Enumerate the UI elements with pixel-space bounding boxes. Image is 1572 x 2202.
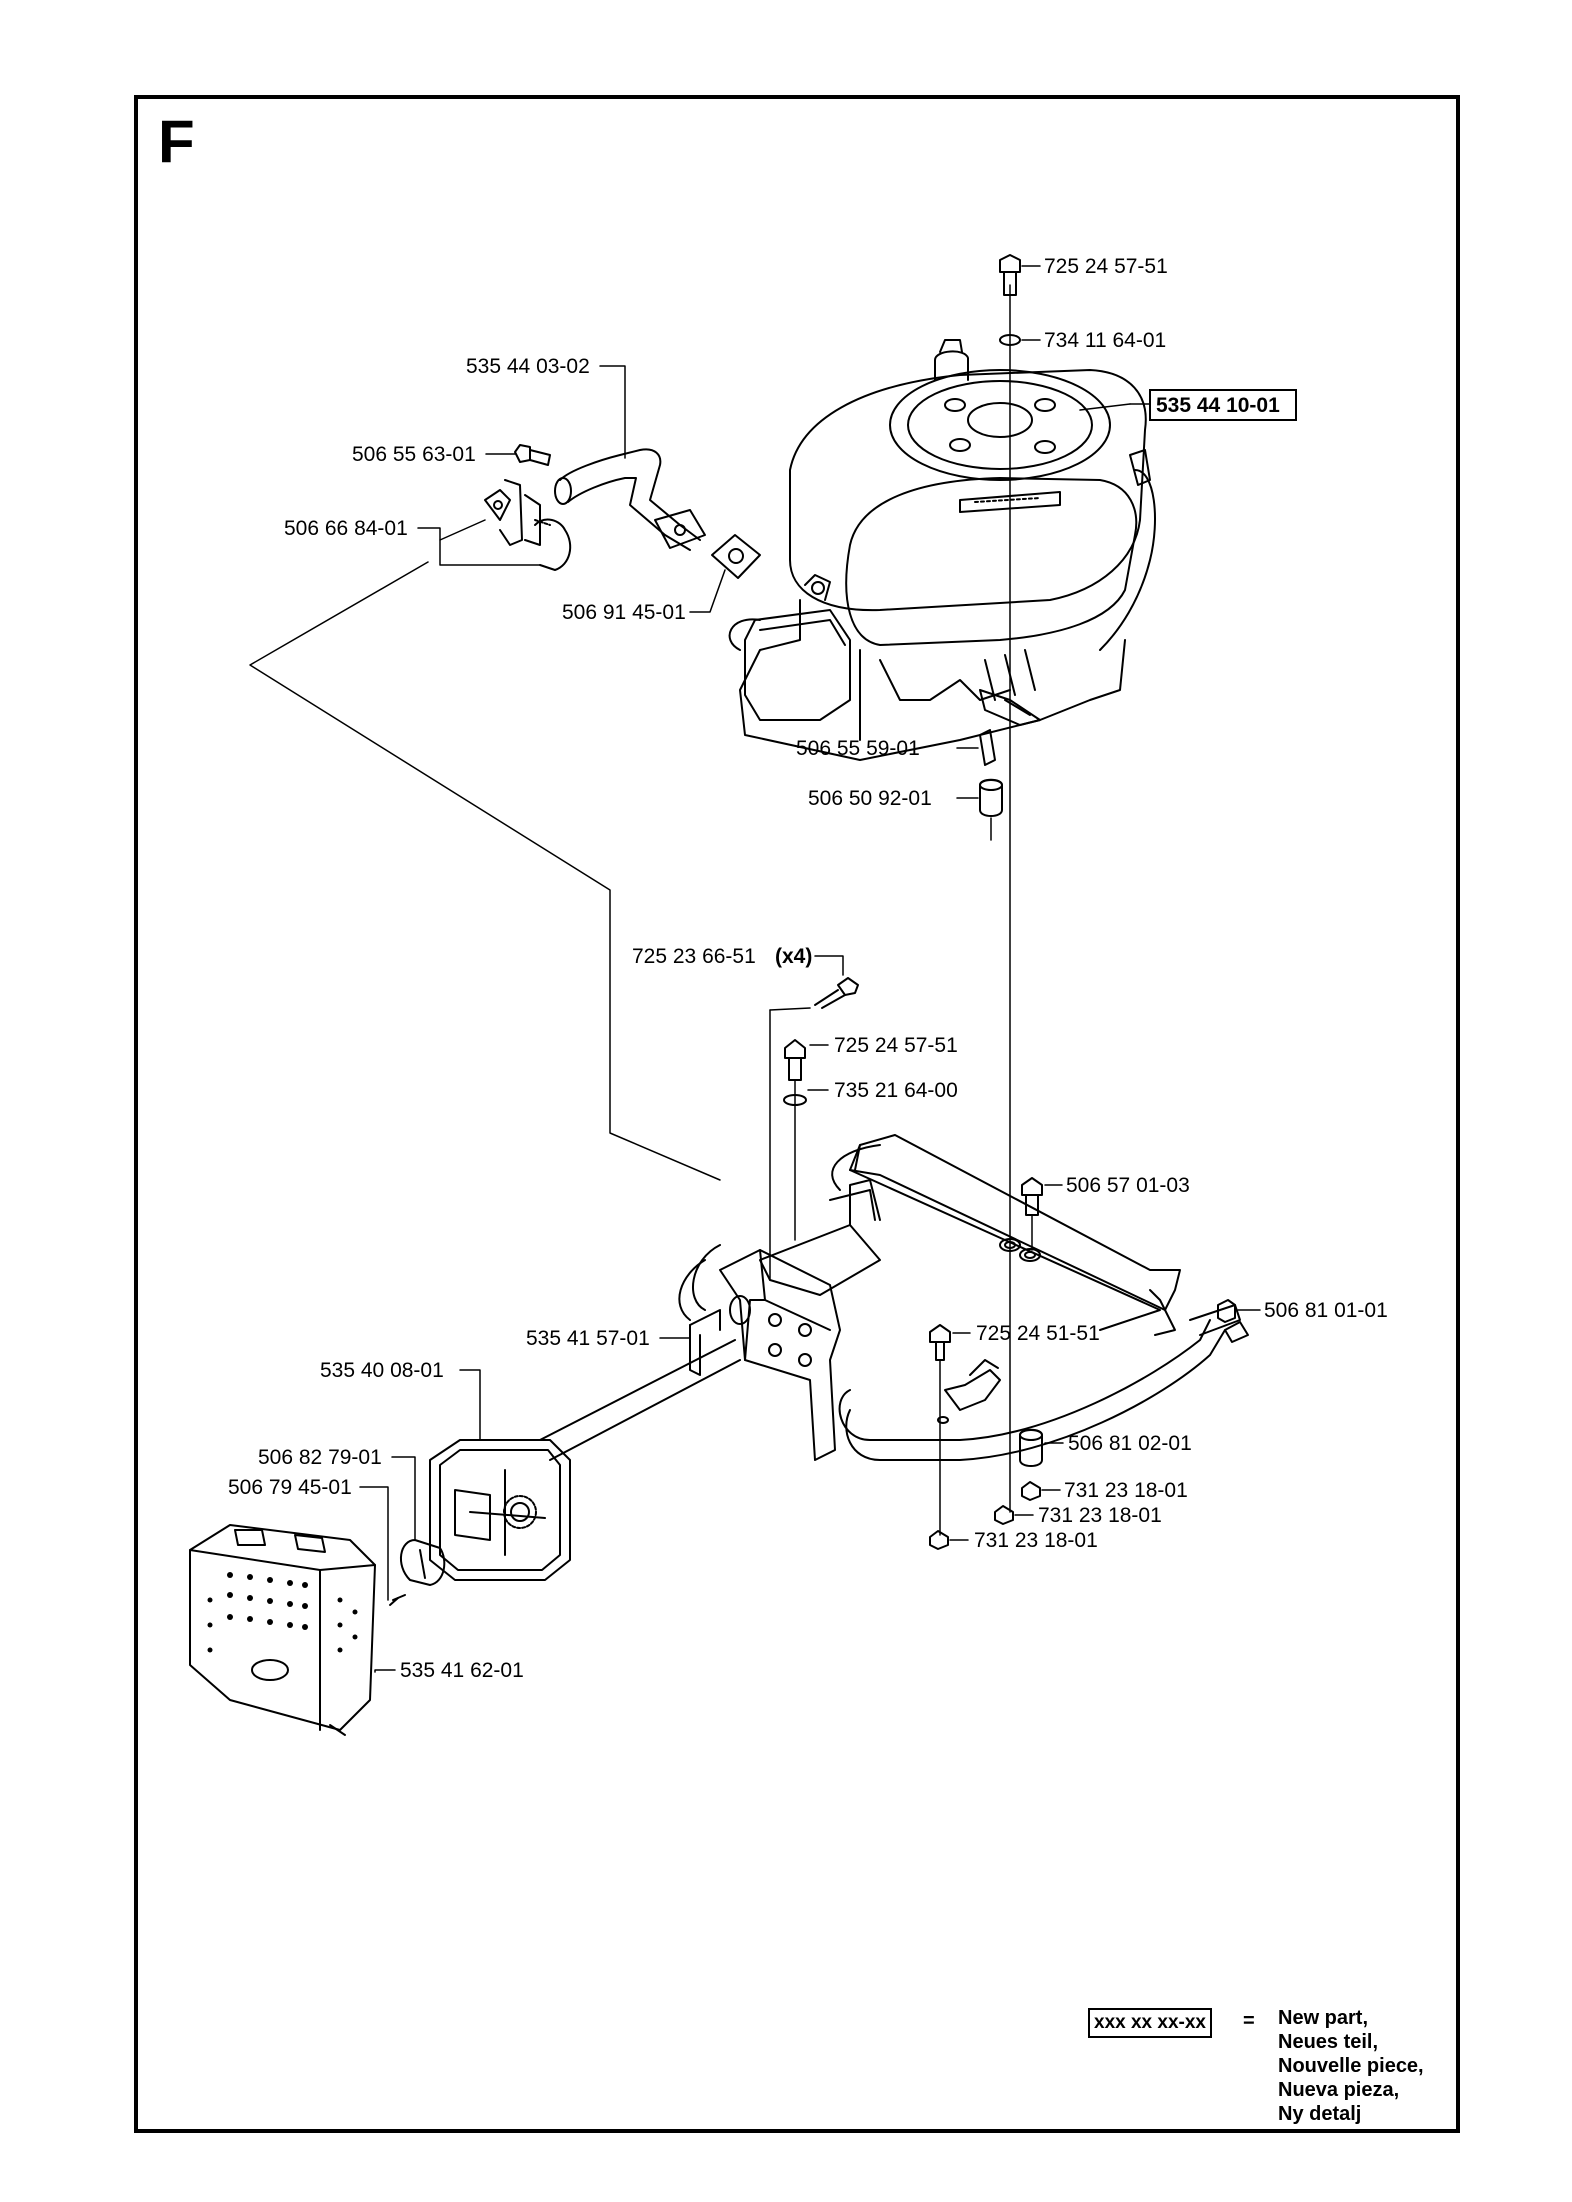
part-label: 535 44 03-02 <box>466 355 590 378</box>
legend-line: Nueva pieza, <box>1278 2079 1400 2101</box>
part-label: 535 41 57-01 <box>526 1327 650 1350</box>
part-label: 506 82 79-01 <box>258 1446 382 1469</box>
leader-lines <box>249 265 1261 1673</box>
muffler-assembly <box>189 1439 571 1736</box>
legend-translations: New part, Neues teil, Nouvelle piece, Nu… <box>1278 2006 1424 2126</box>
diagram-frame <box>134 95 1460 2133</box>
legend-equals: = <box>1243 2010 1255 2032</box>
part-label: 725 24 51-51 <box>976 1322 1100 1345</box>
part-label: 731 23 18-01 <box>1038 1504 1162 1527</box>
part-label: 725 24 57-51 <box>1044 255 1168 278</box>
part-label: 535 41 62-01 <box>400 1659 524 1682</box>
legend-symbol-box: xxx xx xx-xx <box>1088 2008 1212 2038</box>
legend-line: New part, <box>1278 2007 1369 2029</box>
engine-mount-frame <box>539 977 1249 1550</box>
new-part-box <box>1149 389 1297 421</box>
part-label-new: 535 44 10-01 <box>1156 394 1280 417</box>
heat-shield-perforations <box>207 1572 358 1653</box>
part-label: 506 66 84-01 <box>284 517 408 540</box>
part-number-labels: 725 24 57-51 734 11 64-01 535 44 10-01 5… <box>228 255 1388 1682</box>
part-label: 731 23 18-01 <box>1064 1479 1188 1502</box>
legend-line: Neues teil, <box>1278 2031 1379 2053</box>
part-label: 506 81 02-01 <box>1068 1432 1192 1455</box>
part-label: 506 55 59-01 <box>796 737 920 760</box>
part-label: 506 79 45-01 <box>228 1476 352 1499</box>
part-label: 725 24 57-51 <box>834 1034 958 1057</box>
part-label: 731 23 18-01 <box>974 1529 1098 1552</box>
part-label: 506 91 45-01 <box>562 601 686 624</box>
legend-line: Ny detalj <box>1278 2103 1362 2125</box>
part-label: 734 11 64-01 <box>1044 329 1166 352</box>
part-label: 735 21 64-00 <box>834 1079 958 1102</box>
part-label: 506 55 63-01 <box>352 443 476 466</box>
exhaust-pipe-assembly <box>484 444 761 579</box>
part-label: 506 57 01-03 <box>1066 1174 1190 1197</box>
part-label: 535 40 08-01 <box>320 1359 444 1382</box>
legend-line: Nouvelle piece, <box>1278 2055 1424 2077</box>
engine-illustration <box>728 339 1156 761</box>
engine-spacer-parts <box>979 254 1021 817</box>
part-qty: (x4) <box>775 945 812 968</box>
part-label: 506 81 01-01 <box>1264 1299 1388 1322</box>
new-part-legend: xxx xx xx-xx = New part, Neues teil, Nou… <box>1088 2000 1458 2130</box>
part-label: 725 23 66-51 <box>632 945 756 968</box>
part-label: 506 50 92-01 <box>808 787 932 810</box>
section-letter: F <box>158 108 195 175</box>
